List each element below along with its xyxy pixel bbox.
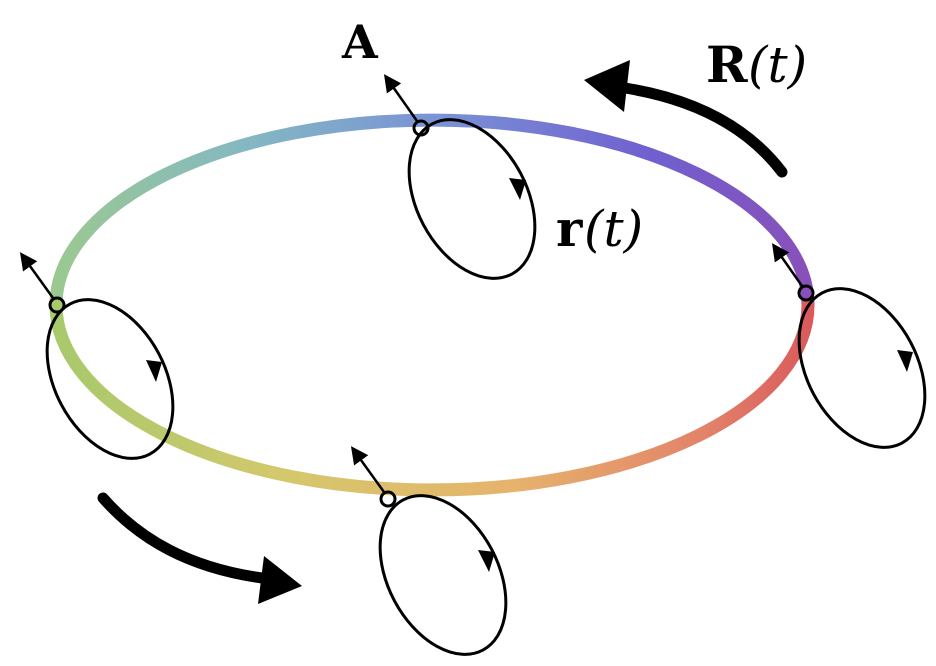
small-orbit-bottom [350, 446, 508, 656]
orbit-ring-top [49, 113, 815, 312]
chevron-down-icon [478, 550, 495, 572]
small-orbit-top [383, 74, 537, 280]
curved-arrow-icon [97, 492, 302, 604]
small-orbit-right [771, 243, 927, 449]
small-orbit-left [19, 252, 175, 460]
vector-arrow-icon [771, 243, 804, 287]
chevron-down-icon [146, 360, 162, 382]
small-orbit-arg: (t) [584, 200, 643, 258]
big-orbit-label: R (t) [706, 35, 807, 94]
big-orbit-symbol: R [706, 35, 748, 94]
vector-arrow-icon [383, 74, 419, 122]
small-orbit-symbol: r [556, 199, 583, 258]
vector-arrow-icon [19, 252, 55, 299]
small-orbit-label: r (t) [556, 199, 643, 258]
chevron-down-icon [897, 350, 913, 372]
orbit-ring-bottom [49, 298, 815, 497]
big-orbit-arg: (t) [748, 36, 807, 94]
curved-arrow-icon [584, 60, 788, 178]
vector-arrow-icon [350, 446, 386, 493]
vector-label: A [341, 15, 379, 69]
chevron-down-icon [509, 178, 526, 200]
